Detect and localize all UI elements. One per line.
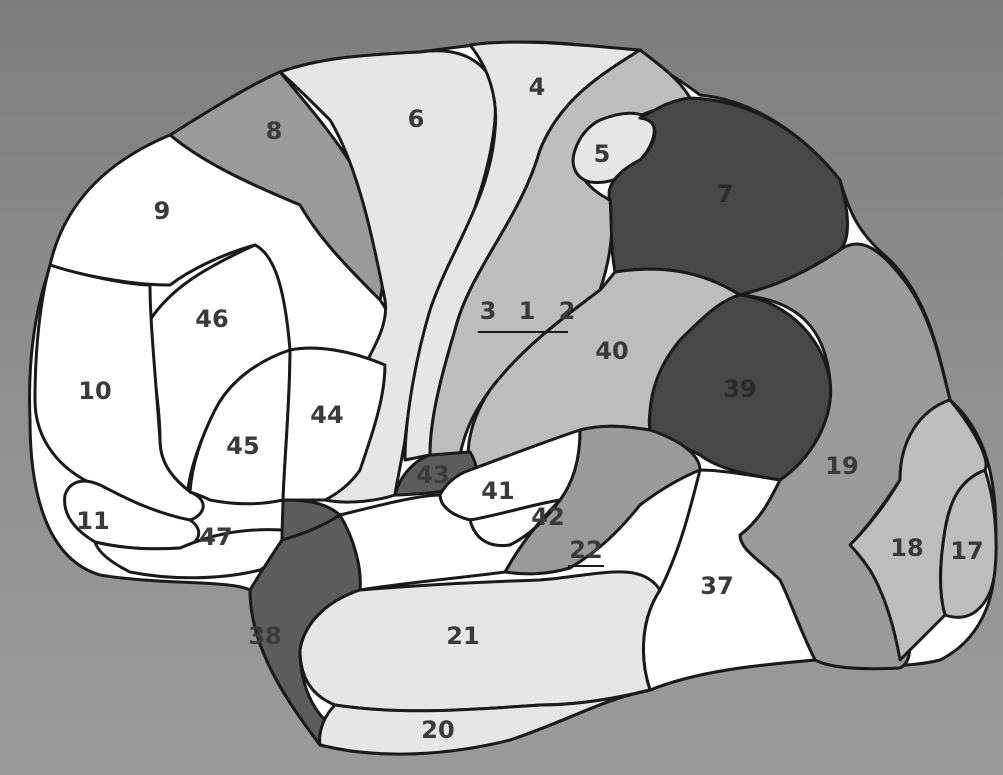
label-5: 5 bbox=[594, 140, 611, 168]
label-41: 41 bbox=[481, 477, 514, 505]
label-10: 10 bbox=[78, 377, 111, 405]
label-42: 42 bbox=[531, 503, 564, 531]
label-40: 40 bbox=[595, 337, 628, 365]
label-7: 7 bbox=[717, 180, 734, 208]
label-46: 46 bbox=[195, 305, 228, 333]
label-21: 21 bbox=[446, 622, 479, 650]
label-44: 44 bbox=[310, 401, 343, 429]
area-21-region bbox=[300, 572, 660, 711]
label-1: 1 bbox=[519, 297, 536, 325]
label-8: 8 bbox=[266, 117, 283, 145]
label-3: 3 bbox=[480, 297, 497, 325]
label-19: 19 bbox=[825, 452, 858, 480]
label-45: 45 bbox=[226, 432, 259, 460]
label-9: 9 bbox=[154, 197, 171, 225]
label-11: 11 bbox=[76, 507, 109, 535]
label-43: 43 bbox=[416, 461, 449, 489]
label-38: 38 bbox=[248, 622, 281, 650]
label-20: 20 bbox=[421, 716, 454, 744]
label-2: 2 bbox=[559, 297, 576, 325]
label-39: 39 bbox=[723, 375, 756, 403]
label-18: 18 bbox=[890, 534, 923, 562]
label-17: 17 bbox=[950, 537, 983, 565]
label-6: 6 bbox=[408, 105, 425, 133]
label-22: 22 bbox=[569, 536, 602, 564]
label-47: 47 bbox=[199, 523, 232, 551]
label-37: 37 bbox=[700, 572, 733, 600]
label-4: 4 bbox=[529, 73, 546, 101]
